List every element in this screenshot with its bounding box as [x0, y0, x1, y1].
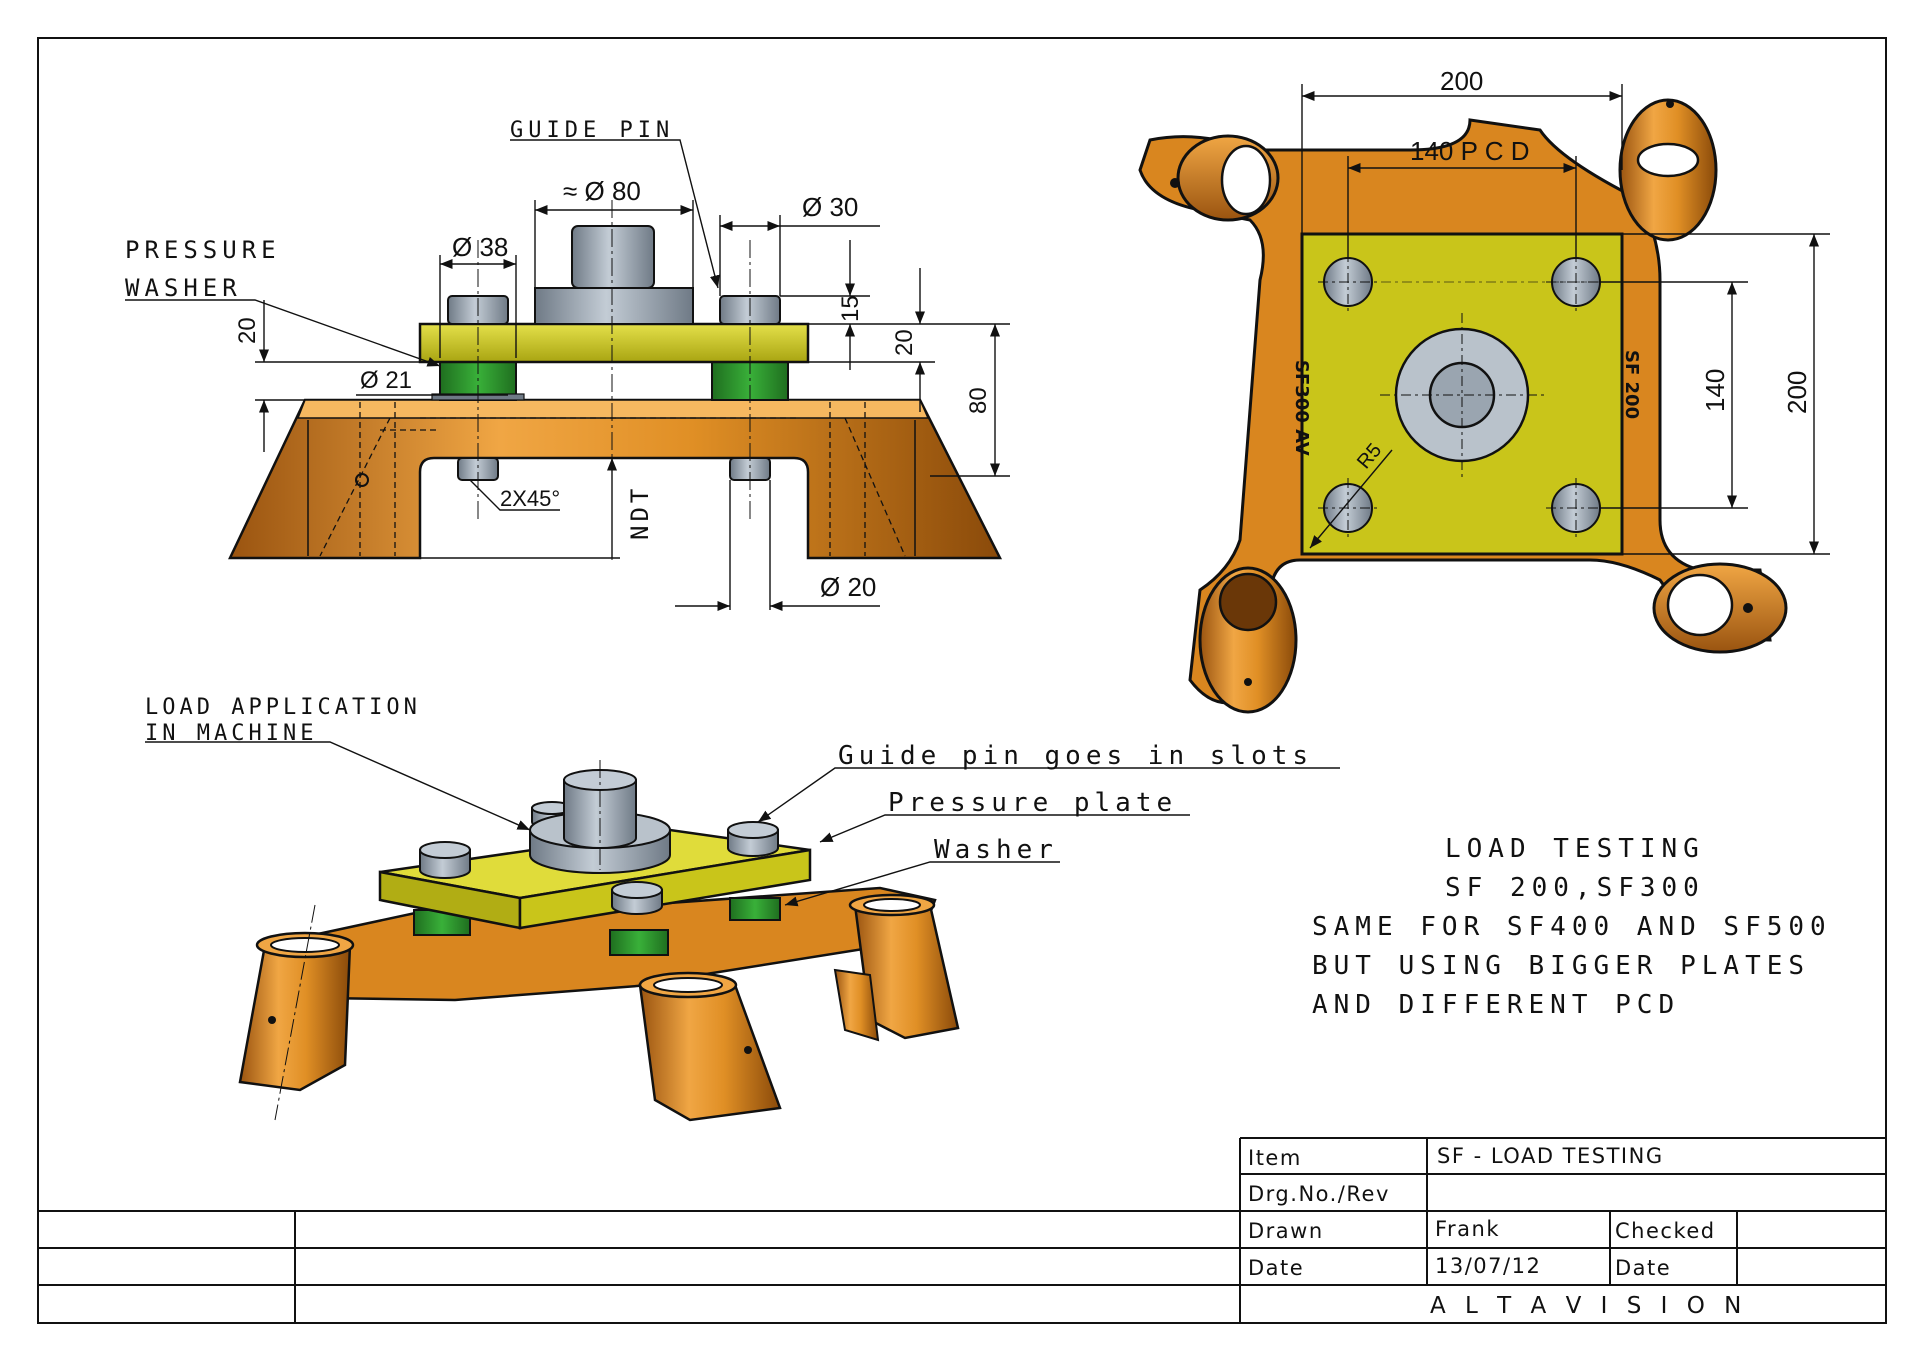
side-load-head-base: [534, 287, 694, 325]
notes-block: LOAD TESTING SF 200,SF300 SAME FOR SF400…: [1312, 834, 1832, 1020]
dim-200-right: 200: [1782, 371, 1812, 414]
tb-date2-label: Date: [1615, 1256, 1671, 1280]
tb-item-label: Item: [1248, 1146, 1302, 1170]
iso-label-load-1: LOAD APPLICATION: [145, 695, 421, 720]
dim-20-right: 20: [891, 329, 918, 356]
note-line-3: SAME FOR SF400 AND SF500: [1312, 912, 1832, 942]
sheet-border: [37, 37, 1887, 1324]
iso-callout-guide-pin: Guide pin goes in slots: [838, 741, 1313, 771]
tb-drawn-value: Frank: [1435, 1217, 1500, 1241]
note-line-2: SF 200,SF300: [1445, 873, 1705, 903]
iso-leg-mid: [833, 968, 880, 1042]
side-frame-top-band: [296, 399, 930, 419]
dim-dia30: Ø 30: [802, 192, 858, 222]
iso-view: LOAD APPLICATION IN MACHINE Guide pin go…: [145, 695, 1340, 1122]
side-load-head-stem: [571, 225, 655, 289]
tb-company: A L T A V I S I O N: [1430, 1293, 1747, 1319]
dim-20-left: 20: [234, 317, 261, 344]
iso-label-load-2: IN MACHINE: [145, 721, 317, 746]
top-load-head-inner: [1428, 361, 1496, 429]
dim-dia80: ≈ Ø 80: [563, 176, 641, 206]
tb-checked-label: Checked: [1615, 1219, 1716, 1243]
side-pressure-plate: [418, 322, 810, 364]
side-frame-hole: [355, 473, 369, 487]
title-block: [38, 1137, 1886, 1323]
tb-item-value: SF - LOAD TESTING: [1437, 1144, 1664, 1168]
note-line-1: LOAD TESTING: [1445, 834, 1705, 864]
dim-140pcd: 140 P C D: [1410, 136, 1529, 166]
side-label-pressure: PRESSURE: [125, 236, 281, 264]
dim-15: 15: [837, 295, 864, 322]
tb-drawn-label: Drawn: [1248, 1219, 1324, 1243]
dim-dia21: Ø 21: [360, 367, 412, 394]
iso-callout-pressure-plate: Pressure plate: [888, 788, 1177, 818]
side-frame-body: [228, 398, 1003, 560]
dim-ndt: NDT: [626, 485, 654, 540]
iso-leg-back-left: [238, 943, 352, 1092]
iso-callout-washer: Washer: [934, 835, 1058, 865]
side-label-washer: WASHER: [125, 274, 242, 302]
dim-dia38: Ø 38: [452, 232, 508, 262]
iso-leg-front: [638, 983, 782, 1122]
dim-chamfer: 2X45°: [500, 486, 560, 511]
dim-140-right: 140: [1700, 369, 1730, 412]
note-line-4: BUT USING BIGGER PLATES: [1312, 951, 1810, 981]
tb-date-label: Date: [1248, 1256, 1304, 1280]
note-line-5: AND DIFFERENT PCD: [1312, 990, 1680, 1020]
top-view: 200 140 P C D 140 200 R5 SF300 AV SF 200: [1138, 66, 1830, 714]
side-label-guide-pin: GUIDE PIN: [510, 118, 674, 143]
tb-date-value: 13/07/12: [1435, 1254, 1541, 1278]
dim-200-top: 200: [1440, 66, 1483, 96]
side-view: GUIDE PIN PRESSURE WASHER ≈ Ø 80 Ø 30 Ø …: [125, 118, 1010, 612]
plate-stamp-right: SF 200: [1621, 350, 1642, 419]
dim-80: 80: [965, 387, 992, 414]
plate-stamp-left: SF300 AV: [1291, 360, 1312, 456]
dim-dia20: Ø 20: [820, 572, 876, 602]
tb-drg-label: Drg.No./Rev: [1248, 1182, 1390, 1206]
